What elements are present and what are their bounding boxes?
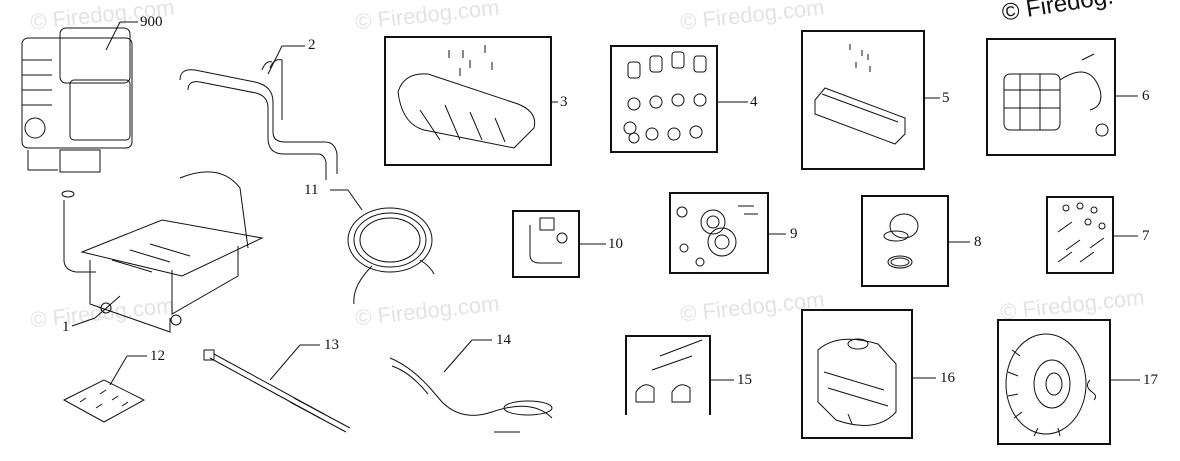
part-number-7[interactable]: 7 — [1142, 228, 1150, 244]
pump-drawing — [1003, 53, 1109, 137]
part-number-15[interactable]: 15 — [737, 372, 752, 388]
part-number-3[interactable]: 3 — [560, 94, 568, 110]
part-number-14[interactable]: 14 — [496, 332, 511, 348]
part-number-13[interactable]: 13 — [324, 337, 339, 353]
frame-drawing — [61, 171, 264, 333]
tank-drawing — [817, 338, 897, 426]
part-number-17[interactable]: 17 — [1143, 372, 1158, 388]
cap-drawing — [883, 213, 919, 269]
part-box-10[interactable] — [512, 210, 580, 278]
wand-drawing — [203, 349, 351, 433]
part-box-6[interactable] — [986, 38, 1116, 156]
part-number-10[interactable]: 10 — [608, 236, 623, 252]
hose-drawing — [347, 207, 435, 305]
engine-drawing — [21, 27, 133, 173]
part-box-5[interactable] — [801, 30, 925, 170]
handle-drawing — [179, 59, 338, 180]
part-number-16[interactable]: 16 — [940, 370, 955, 386]
part-number-12[interactable]: 12 — [150, 348, 165, 364]
wheel-drawing — [1005, 333, 1097, 437]
gun-drawing — [389, 357, 553, 433]
part-number-4[interactable]: 4 — [750, 94, 758, 110]
part-box-3[interactable] — [384, 36, 552, 166]
part-number-2[interactable]: 2 — [308, 37, 316, 53]
knobs-drawing — [635, 339, 703, 403]
mounts-drawing — [623, 51, 707, 144]
part-number-6[interactable]: 6 — [1142, 88, 1150, 104]
bolts-drawing — [1057, 202, 1106, 263]
leader-lines — [71, 21, 1140, 386]
part-number-8[interactable]: 8 — [974, 234, 982, 250]
part-number-5[interactable]: 5 — [942, 90, 950, 106]
part-box-16[interactable] — [801, 309, 913, 439]
part-number-1[interactable]: 1 — [62, 319, 70, 335]
part-box-17[interactable] — [997, 319, 1111, 445]
pin-drawing — [529, 217, 568, 264]
part-number-9[interactable]: 9 — [790, 226, 798, 242]
hardware-bag-drawing — [62, 379, 146, 423]
part-number-900[interactable]: 900 — [140, 14, 163, 30]
bracket-drawing — [814, 44, 906, 145]
bearing-drawing — [676, 205, 758, 267]
part-number-11[interactable]: 11 — [304, 182, 319, 198]
shroud-drawing — [397, 45, 536, 149]
part-box-8[interactable] — [861, 195, 949, 287]
